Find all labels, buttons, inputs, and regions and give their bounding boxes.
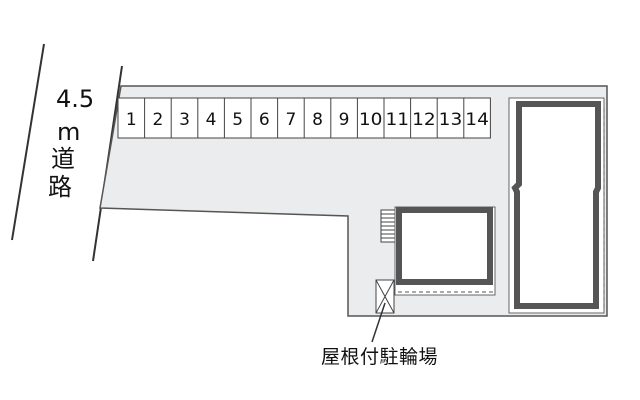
parking-slot-number: 2 — [152, 110, 163, 130]
building-small — [396, 207, 493, 285]
building-large — [511, 101, 601, 309]
parking-slot-number: 10 — [359, 110, 383, 130]
parking-slot-number: 5 — [232, 110, 243, 130]
stairs — [380, 209, 397, 243]
parking-slot-number: 14 — [465, 110, 489, 130]
road-width-unit: m — [57, 118, 80, 146]
parking-slot-number: 9 — [339, 110, 350, 130]
parking-slot-number: 13 — [439, 110, 463, 130]
road-width-value: 4.5 — [56, 85, 94, 113]
parking-slot-number: 12 — [412, 110, 436, 130]
parking-slot-number: 4 — [206, 110, 217, 130]
parking-slot-number: 6 — [259, 110, 270, 130]
bicycle-parking-caption: 屋根付駐輪場 — [321, 346, 438, 368]
caption-leader-line — [371, 302, 386, 343]
parking-slot-number: 1 — [126, 110, 137, 130]
parking-slot-number: 8 — [312, 110, 323, 130]
parking-slot-number: 11 — [386, 110, 410, 130]
road-label-char2: 路 — [48, 173, 72, 201]
parking-slot-number: 3 — [179, 110, 190, 130]
road-label-char1: 道 — [51, 145, 75, 173]
bicycle-parking — [375, 279, 395, 314]
road-edge-left — [11, 43, 45, 241]
parking-slot-number: 7 — [285, 110, 296, 130]
